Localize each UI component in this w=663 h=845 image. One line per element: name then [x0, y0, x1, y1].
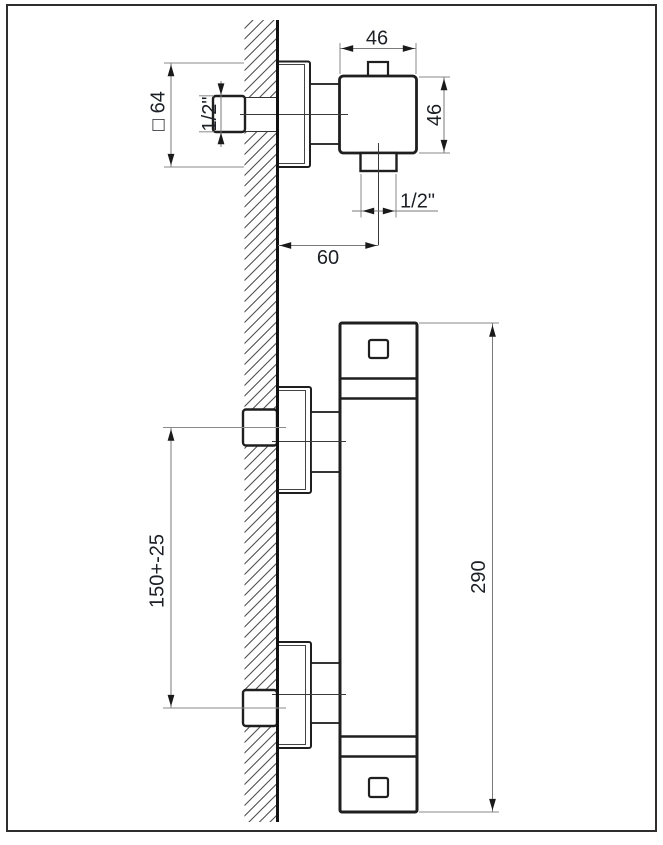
dim-body-width: 46	[339, 28, 417, 74]
front-mixer-bar	[338, 321, 419, 814]
front-top-square-detail	[367, 338, 390, 360]
dim-inlet-spacing-label: 150+-25	[147, 534, 169, 608]
dim-inlet-thread: 1/2"	[199, 81, 225, 147]
dim-escutcheon-size-label: □ 64	[148, 91, 170, 131]
dim-body-width-label: 46	[366, 28, 388, 50]
front-lower-union-connector	[310, 662, 342, 724]
dim-body-height-label: 46	[424, 104, 446, 126]
dimensions: 46 46 1/2" □ 64	[147, 28, 499, 813]
dim-inlet-thread-label: 1/2"	[199, 97, 221, 132]
plan-valve-body	[338, 74, 418, 155]
dim-escutcheon-size: □ 64	[148, 62, 244, 168]
dim-wall-offset-label: 60	[317, 247, 339, 269]
front-view	[241, 321, 419, 814]
dim-wall-offset: 60	[278, 242, 379, 269]
dim-body-height: 46	[419, 76, 450, 154]
dim-bar-height: 290	[419, 322, 499, 813]
front-bottom-square-detail	[367, 776, 390, 799]
dim-inlet-spacing: 150+-25	[147, 427, 286, 709]
dim-outlet-thread: 1/2"	[352, 174, 438, 218]
dim-bar-height-label: 290	[468, 560, 490, 593]
dim-outlet-thread-label: 1/2"	[400, 191, 435, 213]
